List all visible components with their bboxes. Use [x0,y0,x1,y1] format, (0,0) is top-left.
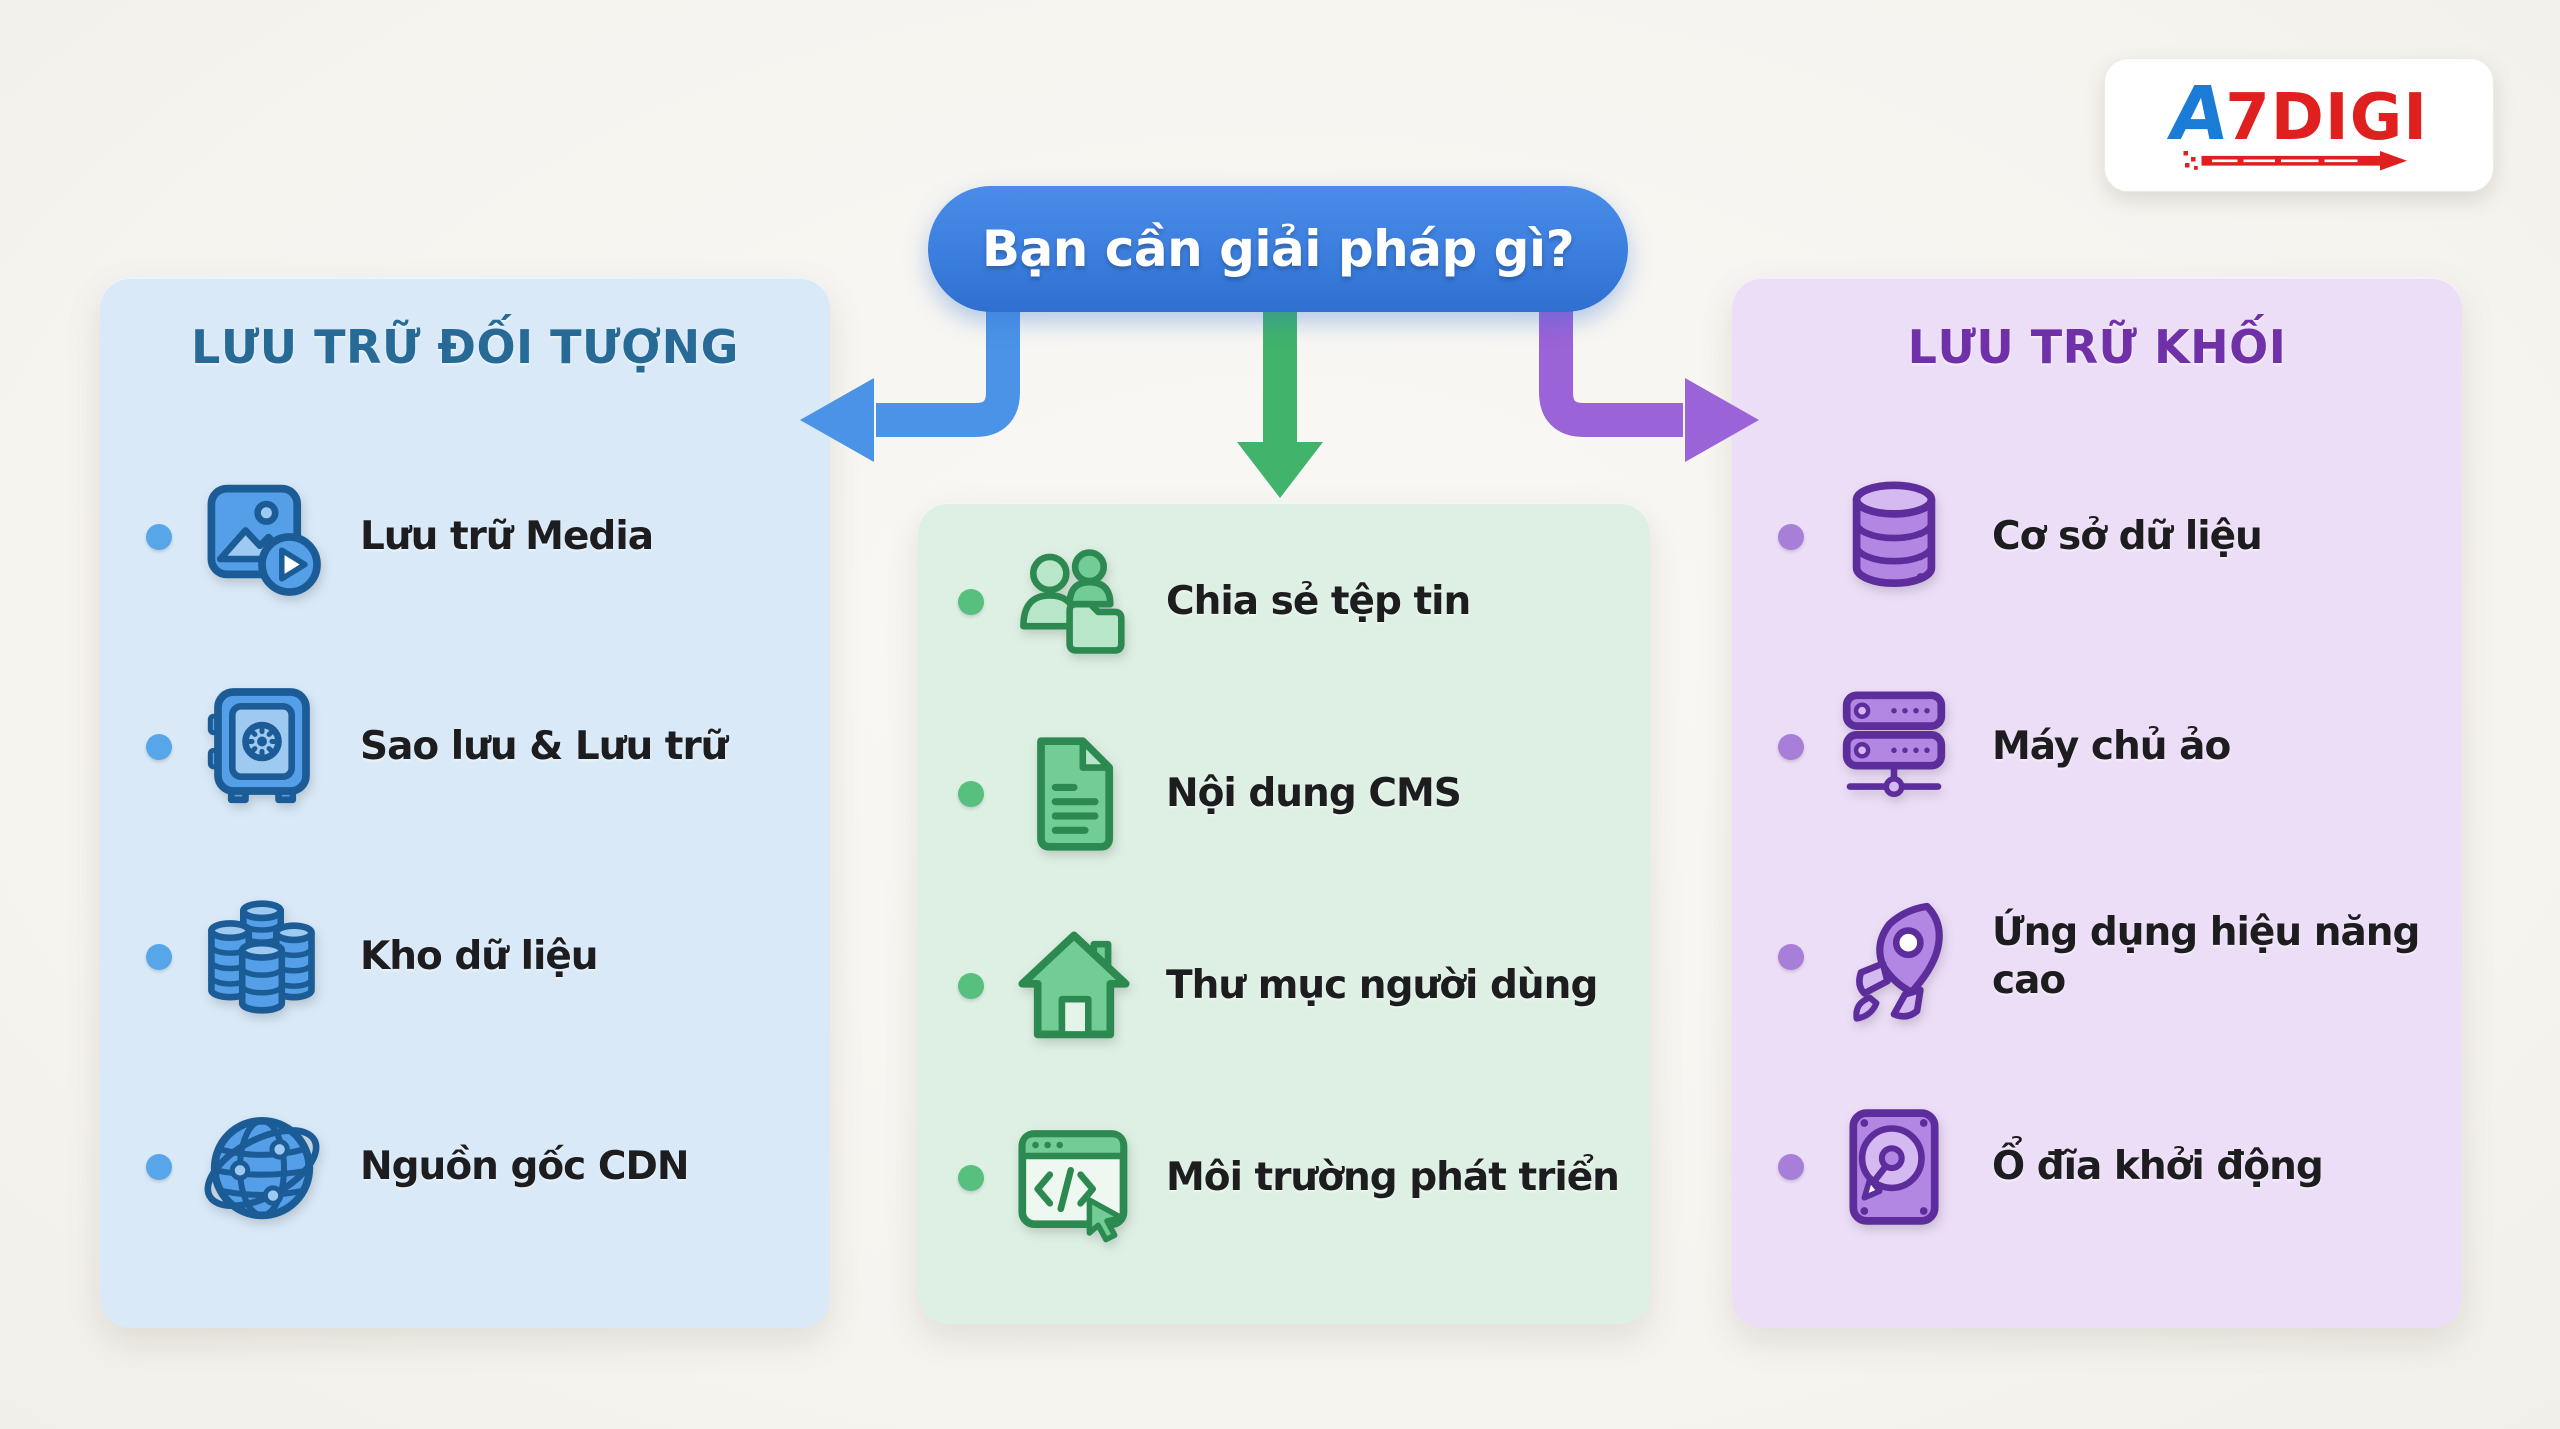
panel-shared-solutions: Chia sẻ tệp tin Nội dung CMS Thư mục ngư… [918,502,1650,1324]
home-icon [1008,920,1140,1052]
branch-arrow-down-icon [1237,300,1323,498]
panel-object-storage-header: LƯU TRỮ ĐỐI TƯỢNG [191,320,739,374]
bullet-dot-icon [1778,1154,1804,1180]
item-label: Nguồn gốc CDN [360,1144,689,1190]
list-item: Chia sẻ tệp tin [958,526,1630,678]
question-pill: Bạn cần giải pháp gì? [928,186,1628,312]
item-label: Môi trường phát triển [1166,1155,1620,1201]
block-storage-list: Cơ sở dữ liệu Máy chủ ảo Ứng dụng hiệu n… [1732,375,2462,1243]
bullet-dot-icon [958,781,984,807]
list-item: Thư mục người dùng [958,910,1630,1062]
item-label: Nội dung CMS [1166,771,1462,817]
file-share-icon [1008,536,1140,668]
logo-letter-a: A [2163,71,2230,157]
item-label: Kho dữ liệu [360,934,599,980]
bullet-dot-icon [1778,944,1804,970]
shared-solutions-list: Chia sẻ tệp tin Nội dung CMS Thư mục ngư… [918,502,1650,1254]
media-icon [196,471,328,603]
list-item: Nguồn gốc CDN [146,1091,810,1243]
bullet-dot-icon [958,589,984,615]
logo-azdigi: A 7DIGI [2104,58,2494,192]
panel-block-storage: LƯU TRỮ KHỐI Cơ sở dữ liệu Máy chủ ảo Ứn… [1732,277,2462,1328]
branch-arrow-left-icon [800,300,1020,462]
disk-icon [1828,1101,1960,1233]
item-label: Máy chủ ảo [1992,724,2231,770]
logo-arrow-icon [2183,151,2407,171]
database-icon [1828,471,1960,603]
bullet-dot-icon [146,734,172,760]
rocket-icon [1828,891,1960,1023]
list-item: Ổ đĩa khởi động [1778,1091,2442,1243]
item-label: Ổ đĩa khởi động [1992,1144,2324,1190]
document-icon [1008,728,1140,860]
panel-object-storage: LƯU TRỮ ĐỐI TƯỢNG Lưu trữ Media Sao lưu … [100,277,830,1328]
server-icon [1828,681,1960,813]
list-item: Ứng dụng hiệu năng cao [1778,881,2442,1033]
bullet-dot-icon [958,1165,984,1191]
globe-icon [196,1101,328,1233]
list-item: Lưu trữ Media [146,461,810,613]
logo-wordmark: 7DIGI [2225,81,2429,155]
list-item: Kho dữ liệu [146,881,810,1033]
question-label: Bạn cần giải pháp gì? [981,220,1575,278]
safe-icon [196,681,328,813]
item-label: Cơ sở dữ liệu [1992,514,2263,560]
item-label: Chia sẻ tệp tin [1166,579,1471,625]
list-item: Cơ sở dữ liệu [1778,461,2442,613]
item-label: Thư mục người dùng [1166,963,1598,1009]
branch-arrow-right-icon [1539,300,1759,462]
item-label: Sao lưu & Lưu trữ [360,724,728,770]
bullet-dot-icon [1778,524,1804,550]
list-item: Sao lưu & Lưu trữ [146,671,810,823]
list-item: Môi trường phát triển [958,1102,1630,1254]
list-item: Nội dung CMS [958,718,1630,870]
bullet-dot-icon [146,1154,172,1180]
list-item: Máy chủ ảo [1778,671,2442,823]
bullet-dot-icon [1778,734,1804,760]
item-label: Lưu trữ Media [360,514,654,560]
bullet-dot-icon [958,973,984,999]
dev-window-icon [1008,1112,1140,1244]
bullet-dot-icon [146,524,172,550]
item-label: Ứng dụng hiệu năng cao [1992,910,2420,1003]
bullet-dot-icon [146,944,172,970]
datastore-icon [196,891,328,1023]
panel-block-storage-header: LƯU TRỮ KHỐI [1907,320,2287,374]
